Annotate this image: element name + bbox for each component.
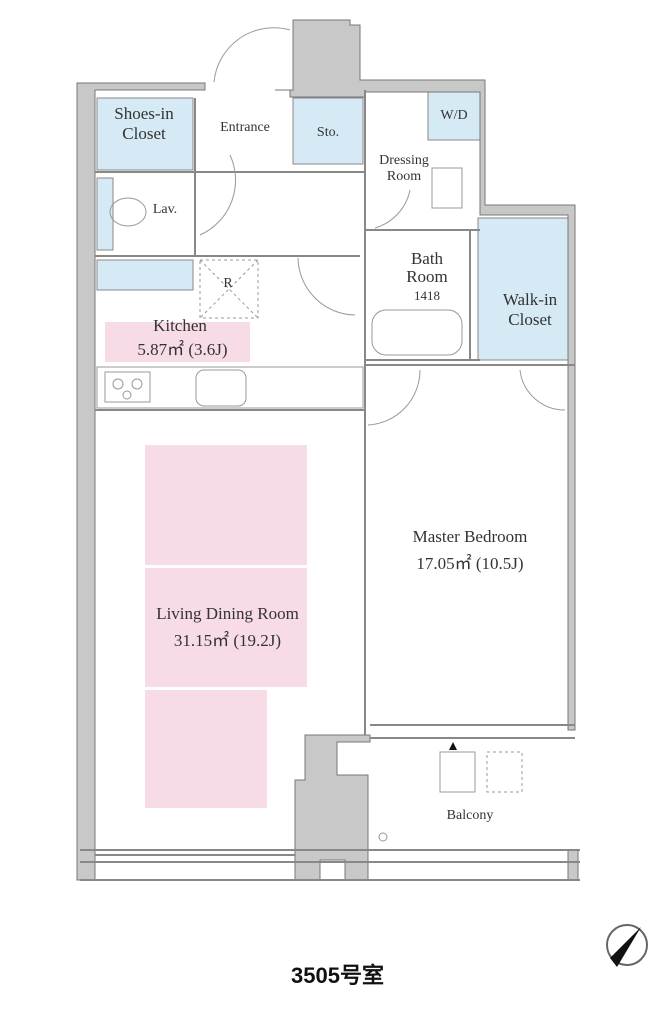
refrigerator-label: R [223, 276, 233, 291]
kitchen-floor [105, 322, 250, 362]
ldr-area: 31.15㎡ (19.2J) [173, 631, 282, 650]
kitchen-counter [96, 366, 364, 409]
master-bedroom-name: Master Bedroom [412, 527, 528, 546]
dressing-room-label: Dressing Room [379, 153, 429, 184]
lav-label: Lav. [152, 202, 178, 217]
wd-label: W/D [440, 108, 468, 123]
bath-room-label: Bath Room [406, 249, 448, 286]
aircon-unit [439, 751, 476, 793]
outer-wall-left [76, 82, 206, 881]
master-bedroom-area: 17.05㎡ (10.5J) [416, 554, 524, 573]
walkin-closet-label: Walk-in Closet [502, 290, 558, 329]
kitchen-strip [96, 259, 194, 291]
ldr-floor-2 [145, 568, 307, 687]
lav-door-swing [199, 154, 237, 236]
north-arrow-icon [606, 924, 648, 967]
unit-number: 3505号室 [291, 963, 384, 988]
refrigerator-space [199, 259, 259, 319]
vent-marker [449, 742, 457, 750]
kitchen-name: Kitchen [153, 316, 207, 335]
ldr-name: Living Dining Room [156, 604, 299, 623]
aircon-unit-dashed [486, 751, 523, 793]
sink [195, 369, 247, 407]
balcony-label: Balcony [446, 808, 494, 823]
bathtub [371, 309, 463, 356]
bedroom-door-swing [367, 369, 421, 426]
bath-size-label: 1418 [414, 288, 440, 303]
entrance-door-swing [213, 27, 291, 83]
ldr-floor-1 [145, 445, 307, 565]
kitchen-area: 5.87㎡ (3.6J) [137, 340, 228, 359]
lav-strip [96, 177, 114, 251]
balcony-pillar [294, 734, 371, 881]
storage-label: Sto. [316, 125, 340, 140]
entrance-label: Entrance [220, 120, 270, 135]
ldr-door-swing [297, 257, 356, 316]
shoes-closet-area [96, 97, 194, 171]
toilet [109, 197, 147, 227]
closet-door-swing [519, 369, 566, 411]
ldr-floor-3 [145, 690, 267, 808]
walkin-closet-area [477, 217, 571, 361]
storage-area [292, 97, 364, 165]
cooktop [104, 371, 151, 403]
dressing-door-swing [374, 189, 411, 229]
pillar-right [567, 849, 579, 881]
shoes-closet-label: Shoes-in Closet [114, 104, 174, 143]
